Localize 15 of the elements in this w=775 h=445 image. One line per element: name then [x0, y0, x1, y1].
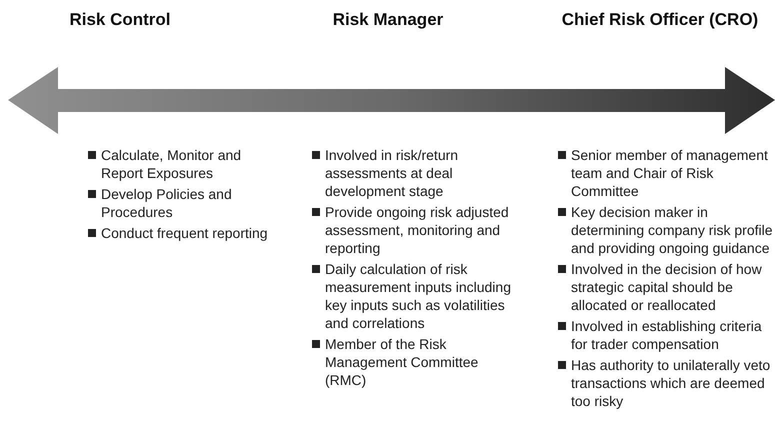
bullet-item: Has authority to unilaterally veto transactions which are deemed too risky — [558, 356, 773, 410]
bullet-item: Conduct frequent reporting — [88, 224, 273, 242]
column-heading: Chief Risk Officer (CRO) — [560, 9, 760, 31]
column-heading: Risk Manager — [332, 9, 444, 31]
bullet-item: Develop Policies and Procedures — [88, 185, 273, 221]
bullet-item: Involved in establishing criteria for trader compensation — [558, 317, 773, 353]
bullet-item: Provide ongoing risk adjusted assessment, monitoring and reporting — [312, 203, 512, 257]
bullet-item: Key decision maker in determining company risk profile and providing ongoing guidance — [558, 203, 773, 257]
bullet-item: Senior member of management team and Chair of Risk Committee — [558, 146, 773, 200]
column-heading: Risk Control — [68, 9, 172, 31]
bullet-item: Member of the Risk Management Committee (RMC) — [312, 335, 512, 389]
bullet-item: Calculate, Monitor and Report Exposures — [88, 146, 273, 182]
bullet-item: Involved in risk/return assessments at deal development stage — [312, 146, 512, 200]
bullet-item: Daily calculation of risk measurement inputs including key inputs such as volatilities and correlations — [312, 260, 512, 332]
bullet-item: Involved in the decision of how strategic capital should be allocated or reallocated — [558, 260, 773, 314]
